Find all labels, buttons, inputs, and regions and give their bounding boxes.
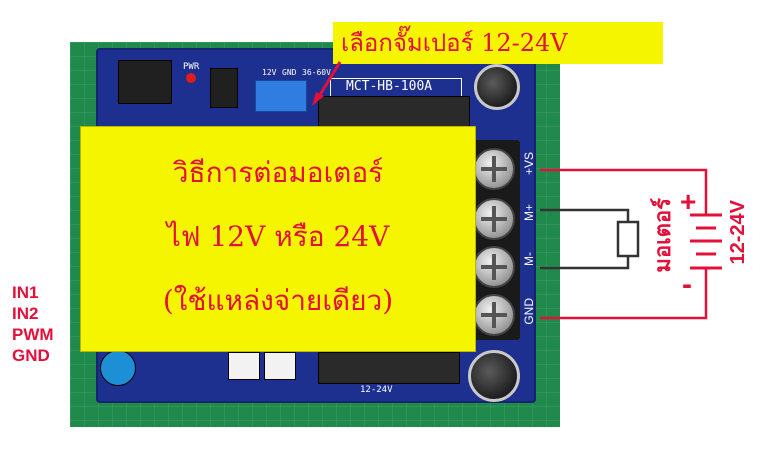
capacitor-bottom xyxy=(468,350,520,402)
gnd-wire xyxy=(540,268,708,320)
motor-plus-wire xyxy=(540,208,630,222)
instruction-line-1: วิธีการต่อมอเตอร์ xyxy=(172,156,384,189)
ic-chip xyxy=(210,68,238,108)
pin-label-pwm: PWM xyxy=(12,325,54,344)
pin-label-gnd: GND xyxy=(12,346,50,365)
mosfet-row-bottom xyxy=(318,352,460,384)
screw-gnd xyxy=(473,294,515,336)
voltage-regulator xyxy=(118,60,172,104)
motor-minus-wire xyxy=(540,256,630,270)
capacitor-top xyxy=(474,64,520,110)
power-led xyxy=(186,73,196,83)
vs-wire xyxy=(540,168,708,215)
optocoupler-1 xyxy=(228,352,260,380)
minus-sign: - xyxy=(682,268,692,301)
motor-symbol xyxy=(616,220,640,258)
optocoupler-2 xyxy=(264,352,296,380)
pin-label-in2: IN2 xyxy=(12,304,39,323)
pwr-label: PWR xyxy=(183,62,200,72)
sel-12v-label: 12V xyxy=(262,68,277,77)
model-label: MCT-HB-100A xyxy=(346,79,433,94)
jumper-callout: เลือกจั๊มเปอร์ 12-24V xyxy=(333,22,663,64)
sel-gnd-label: GND xyxy=(282,68,297,77)
pin-label-in1: IN1 xyxy=(12,283,39,302)
sel-range-label: 36-60V xyxy=(302,68,331,77)
instruction-line-2: ไฟ 12V หรือ 24V xyxy=(166,220,390,253)
plus-sign: + xyxy=(680,186,697,217)
instruction-line-3: (ใช้แหล่งจ่ายเดียว) xyxy=(162,284,394,317)
jumper-header xyxy=(255,80,307,112)
bottom-silk-label: 12-24V xyxy=(360,385,393,395)
instruction-box: วิธีการต่อมอเตอร์ ไฟ 12V หรือ 24V (ใช้แห… xyxy=(80,126,476,352)
